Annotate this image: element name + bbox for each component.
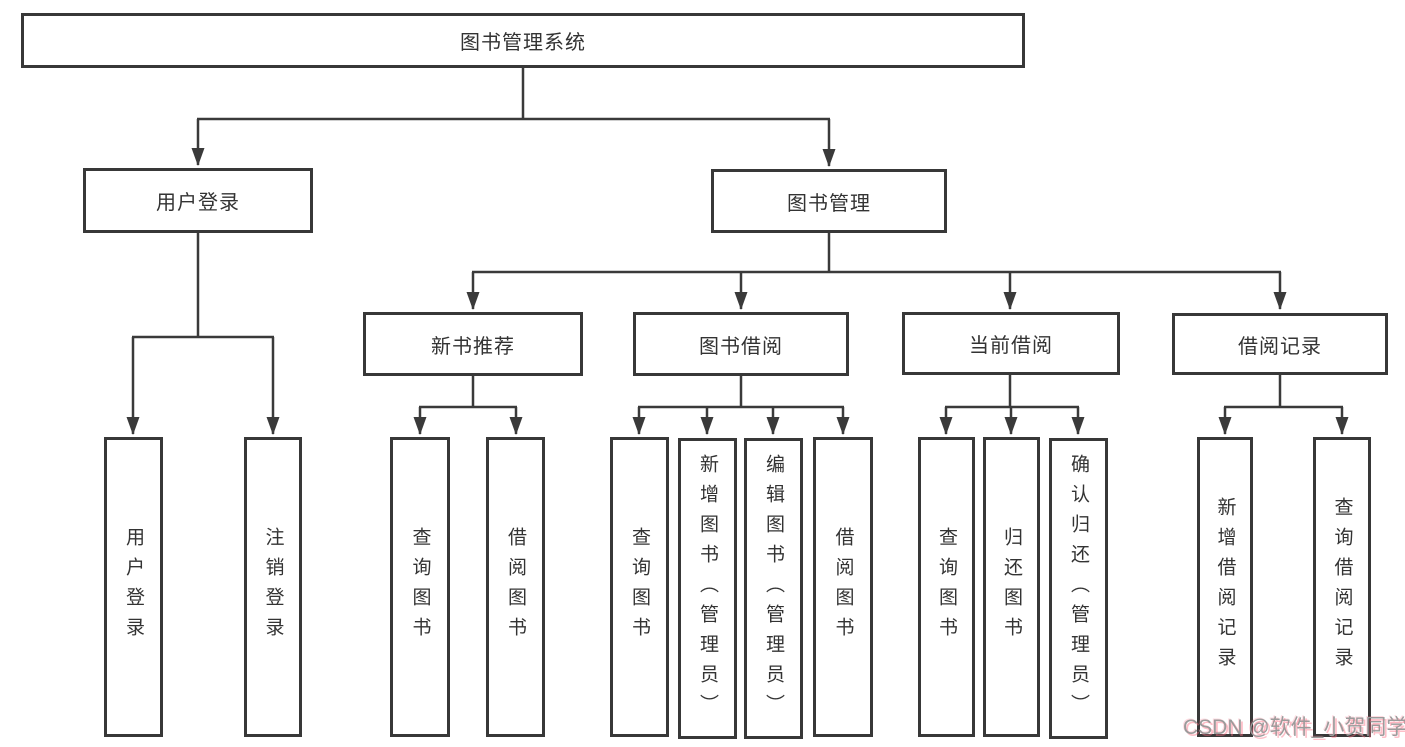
node-new-book-recommend: 新书推荐: [363, 312, 583, 376]
node-root-label: 图书管理系统: [460, 32, 586, 54]
leaf-query-books-recommend-label: 查询图书: [409, 527, 431, 647]
node-new-book-recommend-label: 新书推荐: [431, 335, 515, 358]
node-current-borrow-label: 当前借阅: [969, 335, 1053, 357]
leaf-return-books-label: 归还图书: [1001, 527, 1022, 647]
leaf-query-borrow-record-label: 查询借阅记录: [1331, 497, 1353, 677]
node-book-mgmt: 图书管理: [711, 169, 947, 233]
leaf-borrow-books-recommend: 借阅图书: [486, 437, 545, 737]
leaf-borrow-books-recommend-label: 借阅图书: [505, 527, 526, 647]
leaf-query-borrow-record: 查询借阅记录: [1313, 437, 1371, 737]
connector-root: [197, 68, 830, 121]
node-book-borrow-label: 图书借阅: [699, 335, 783, 358]
leaf-logout: 注销登录: [244, 437, 302, 737]
node-borrow-records-label: 借阅记录: [1238, 335, 1322, 358]
leaf-confirm-return-admin: 确认归还（管理员）: [1049, 438, 1108, 739]
node-book-mgmt-label: 图书管理: [787, 192, 871, 215]
leaf-user-login: 用户登录: [104, 437, 163, 737]
leaf-return-books: 归还图书: [983, 437, 1040, 737]
connector-book-mgmt: [472, 233, 1281, 274]
leaf-confirm-return-admin-label: 确认归还（管理员）: [1068, 453, 1089, 724]
csdn-watermark: CSDN @软件_小贺同学: [1183, 716, 1405, 739]
node-book-borrow: 图书借阅: [633, 312, 849, 376]
leaf-query-books-current-label: 查询图书: [936, 527, 957, 647]
node-root: 图书管理系统: [21, 13, 1025, 68]
leaf-query-books-recommend: 查询图书: [390, 437, 450, 737]
node-current-borrow: 当前借阅: [902, 312, 1120, 375]
leaf-query-books-borrow-label: 查询图书: [629, 527, 650, 647]
node-user-login: 用户登录: [83, 168, 313, 233]
leaf-logout-label: 注销登录: [262, 527, 284, 647]
leaf-add-borrow-record: 新增借阅记录: [1197, 437, 1253, 737]
leaf-borrow-books-label: 借阅图书: [832, 527, 854, 647]
leaf-query-books-borrow: 查询图书: [610, 437, 669, 737]
leaf-borrow-books: 借阅图书: [813, 437, 873, 737]
leaf-query-books-current: 查询图书: [918, 437, 975, 737]
connector-borrow-records: [1224, 375, 1343, 409]
connector-current-borrow: [945, 374, 1079, 409]
leaf-user-login-label: 用户登录: [123, 527, 144, 647]
leaf-edit-books-admin: 编辑图书（管理员）: [744, 438, 803, 739]
leaf-add-books-admin-label: 新增图书（管理员）: [697, 453, 718, 724]
leaf-add-borrow-record-label: 新增借阅记录: [1214, 497, 1236, 677]
leaf-add-books-admin: 新增图书（管理员）: [678, 438, 737, 739]
leaf-edit-books-admin-label: 编辑图书（管理员）: [763, 453, 784, 724]
connector-user-login: [132, 233, 274, 339]
node-user-login-label: 用户登录: [156, 192, 240, 214]
connector-new-book-rec: [419, 376, 517, 409]
node-borrow-records: 借阅记录: [1172, 313, 1388, 375]
connector-book-borrow: [638, 376, 844, 409]
